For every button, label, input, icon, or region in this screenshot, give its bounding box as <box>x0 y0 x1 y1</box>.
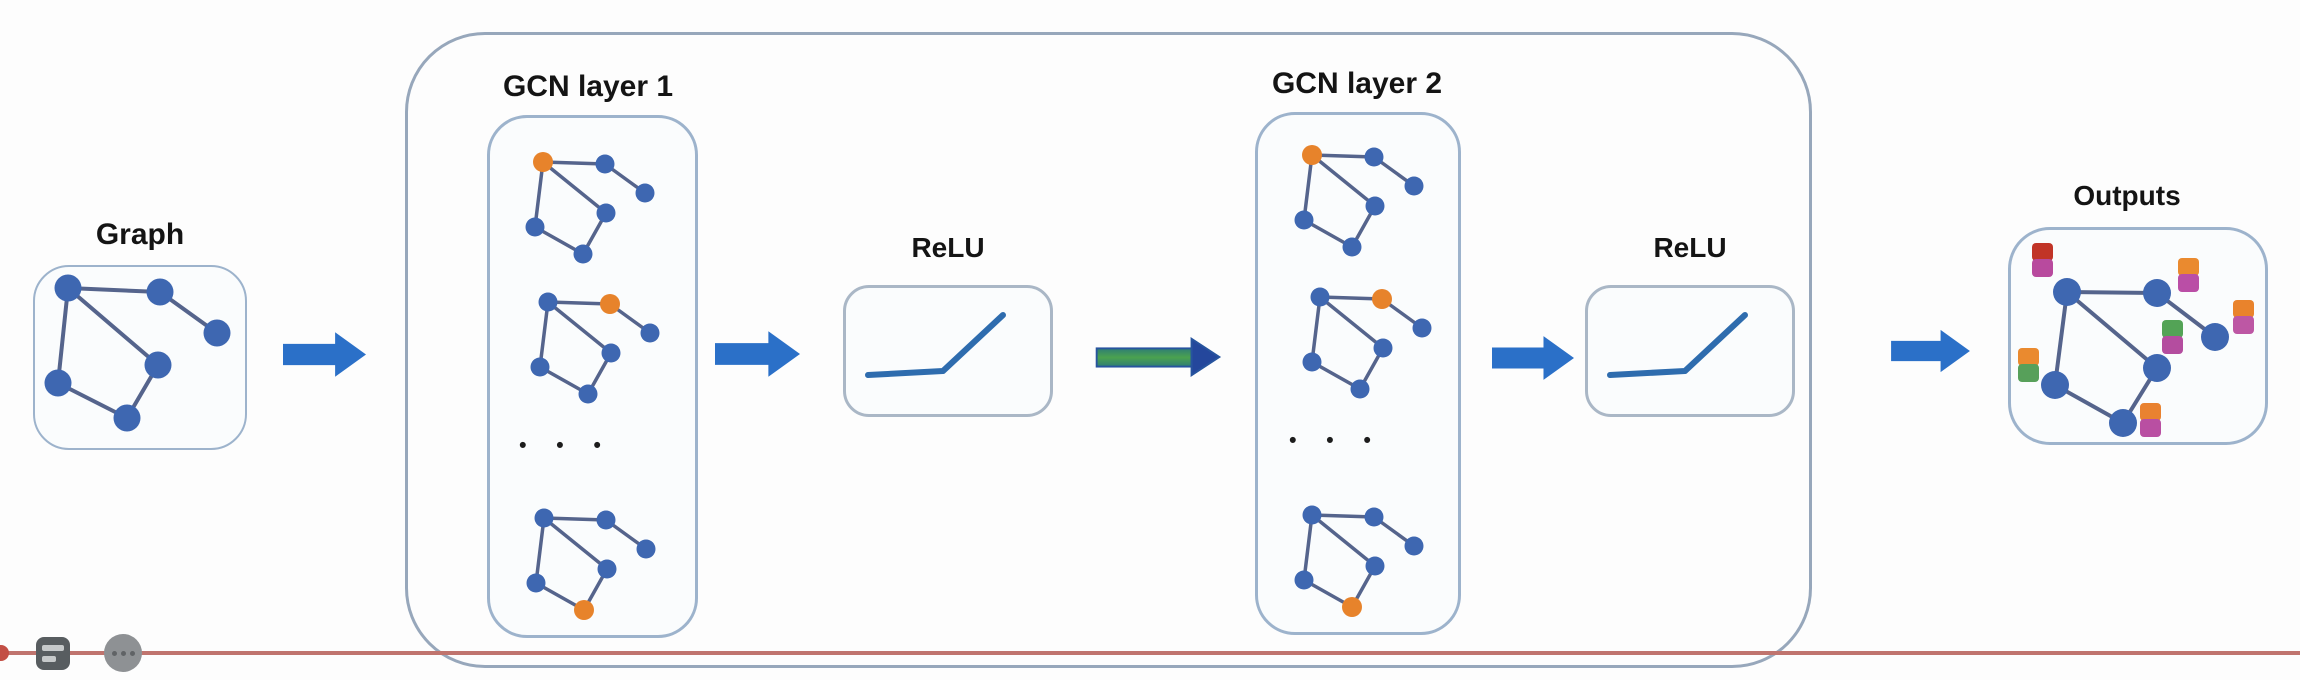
relu-1-box <box>843 285 1053 417</box>
arrow-right-icon <box>283 332 366 377</box>
gcn2-feature-graph-3 <box>1294 505 1424 617</box>
gcn1-feature-graph-3 <box>526 508 656 620</box>
gcn1-ellipsis: • • • <box>519 434 613 457</box>
gcn-layer-2-box <box>1255 112 1461 635</box>
timeline-note-marker-icon[interactable] <box>36 637 70 670</box>
timeline-progress-dot[interactable] <box>0 645 9 661</box>
arrow-right-icon <box>715 331 800 377</box>
note-line <box>42 656 56 662</box>
gcn1-feature-graph-2 <box>530 292 660 404</box>
relu-1-label: ReLU <box>911 232 985 263</box>
gcn2-feature-graph-2 <box>1302 287 1432 399</box>
outputs-label: Outputs <box>2073 180 2181 211</box>
dot <box>130 651 135 656</box>
gcn-layer-1-label: GCN layer 1 <box>502 70 674 103</box>
gcn2-ellipsis: • • • <box>1289 429 1383 452</box>
relu-2-box <box>1585 285 1795 417</box>
input-graph-figure <box>44 274 231 432</box>
timeline-more-options-icon[interactable] <box>104 634 142 672</box>
gcn1-feature-graph-1 <box>525 152 655 264</box>
note-line <box>42 645 64 651</box>
outputs-graph-figure <box>2018 243 2254 437</box>
relu-activation-curve <box>1607 312 1748 378</box>
arrow-right-green-icon <box>1095 337 1222 377</box>
dot <box>121 651 126 656</box>
relu-2-label: ReLU <box>1653 232 1727 263</box>
arrow-right-icon <box>1891 329 1970 373</box>
relu-activation-curve <box>865 312 1006 378</box>
arrow-right-icon <box>1492 336 1574 380</box>
gcn2-feature-graph-1 <box>1294 145 1424 257</box>
gcn-layer-2-label: GCN layer 2 <box>1271 67 1443 100</box>
input-graph-label: Graph <box>95 218 185 251</box>
video-timeline-scrubber[interactable] <box>0 651 2300 655</box>
dot <box>112 651 117 656</box>
gcn-layers-container <box>405 32 1812 668</box>
